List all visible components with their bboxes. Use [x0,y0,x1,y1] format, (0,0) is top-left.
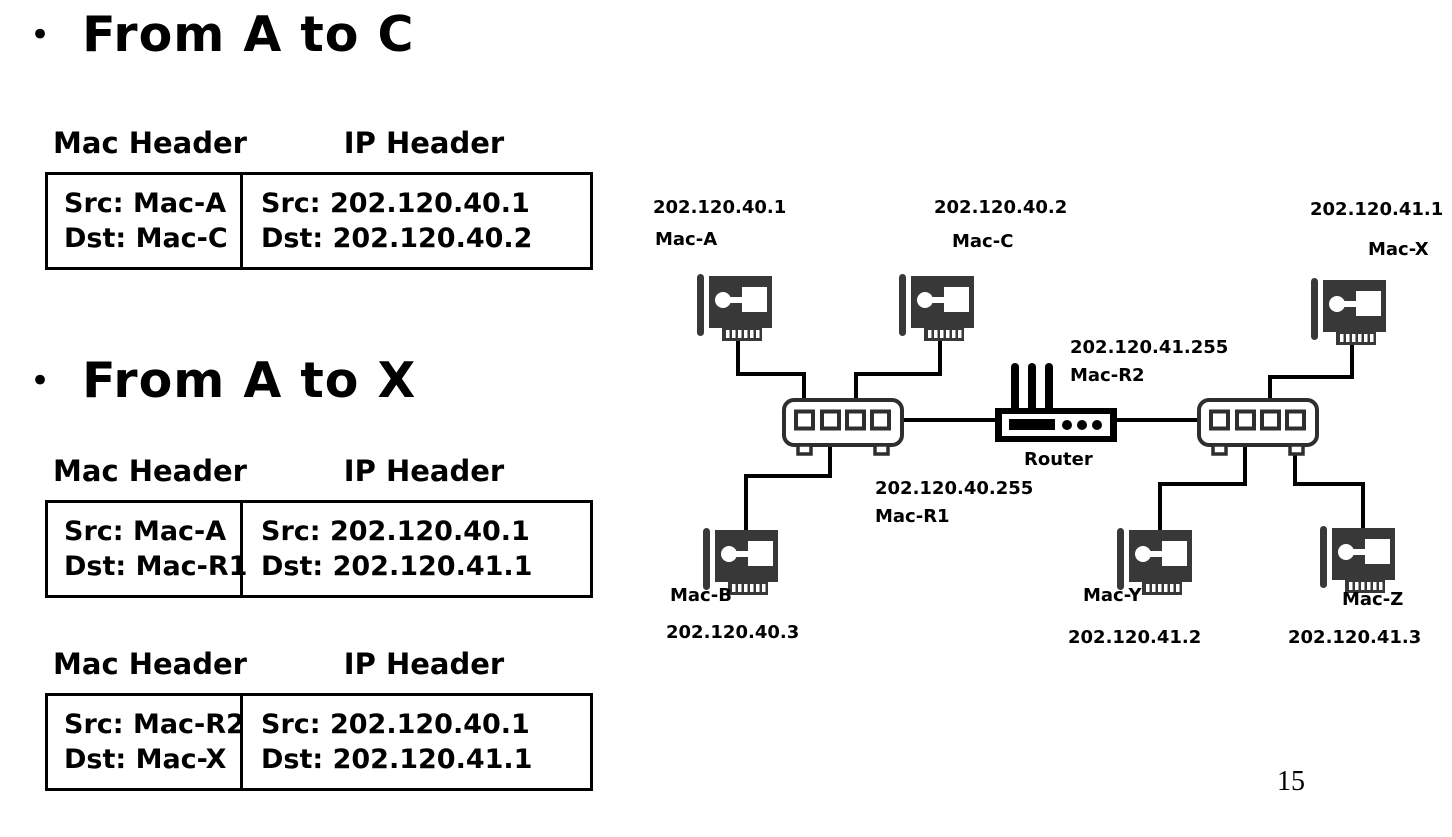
router-r2-ip-label: 202.120.41.255 [1070,337,1229,358]
host-b-mac-label: Mac-B [670,585,732,606]
header-table-r2-to-x: Mac Header IP Header Src: Mac-R2 Dst: Ma… [45,643,593,791]
host-x-mac-label: Mac-X [1368,239,1429,260]
header-table: Src: Mac-A Dst: Mac-C Src: 202.120.40.1 … [45,172,593,270]
cable-mac-a-to-switch1 [736,332,806,416]
nic-icon-mac-a [697,274,772,341]
nic-icon-mac-x [1311,278,1386,345]
bullet-text: From A to C [82,6,415,63]
router-icon [995,363,1117,442]
ip-header-cell: Src: 202.120.40.1 Dst: 202.120.41.1 [240,696,590,788]
cable-mac-x-to-switch2 [1268,336,1354,416]
mac-src: Src: Mac-A [64,516,227,547]
mac-header-cell: Src: Mac-R2 Dst: Mac-X [48,696,245,788]
host-c-ip-label: 202.120.40.2 [934,197,1068,218]
header-table: Src: Mac-R2 Dst: Mac-X Src: 202.120.40.1… [45,693,593,791]
switch-icon-lan2 [1197,398,1319,456]
header-labels: Mac Header IP Header [45,122,593,160]
ip-header-cell: Src: 202.120.40.1 Dst: 202.120.41.1 [240,503,590,595]
ip-src: Src: 202.120.40.1 [261,709,530,740]
ip-dst: Dst: 202.120.41.1 [261,551,533,582]
router-r1-mac-label: Mac-R1 [875,506,950,527]
mac-dst: Dst: Mac-X [64,744,227,775]
bullet-dot: • [30,14,51,55]
router-r1-ip-label: 202.120.40.255 [875,478,1034,499]
mac-dst: Dst: Mac-C [64,223,228,254]
mac-header-cell: Src: Mac-A Dst: Mac-C [48,175,240,267]
router-label: Router [1024,449,1093,470]
ip-dst: Dst: 202.120.41.1 [261,744,533,775]
ip-src: Src: 202.120.40.1 [261,188,530,219]
mac-src: Src: Mac-A [64,188,227,219]
bullet-from-a-to-x: • From A to X [30,352,416,409]
switch-icon-lan1 [782,398,904,456]
ip-src: Src: 202.120.40.1 [261,516,530,547]
host-c-mac-label: Mac-C [952,231,1014,252]
nic-icon-mac-z [1320,526,1395,593]
header-table-a-to-c: Mac Header IP Header Src: Mac-A Dst: Mac… [45,122,593,270]
mac-header-label: Mac Header [53,126,247,160]
bullet-dot: • [30,360,51,401]
mac-header-label: Mac Header [53,454,247,488]
host-x-ip-label: 202.120.41.1 [1310,199,1444,220]
mac-header-cell: Src: Mac-A Dst: Mac-R1 [48,503,248,595]
ip-header-label: IP Header [343,454,505,488]
header-labels: Mac Header IP Header [45,643,593,681]
header-table: Src: Mac-A Dst: Mac-R1 Src: 202.120.40.1… [45,500,593,598]
host-y-mac-label: Mac-Y [1083,585,1142,606]
cable-mac-c-to-switch1 [854,332,942,416]
header-table-a-to-r1: Mac Header IP Header Src: Mac-A Dst: Mac… [45,450,593,598]
ip-header-label: IP Header [343,126,505,160]
host-y-ip-label: 202.120.41.2 [1068,627,1202,648]
nic-icon-mac-c [899,274,974,341]
ip-header-label: IP Header [343,647,505,681]
host-a-mac-label: Mac-A [655,229,718,250]
ip-dst: Dst: 202.120.40.2 [261,223,533,254]
host-b-ip-label: 202.120.40.3 [666,622,800,643]
host-a-ip-label: 202.120.40.1 [653,197,787,218]
bullet-from-a-to-c: • From A to C [30,6,414,63]
router-r2-mac-label: Mac-R2 [1070,365,1145,386]
ip-header-cell: Src: 202.120.40.1 Dst: 202.120.40.2 [240,175,590,267]
host-z-ip-label: 202.120.41.3 [1288,627,1422,648]
bullet-text: From A to X [82,352,417,409]
host-z-mac-label: Mac-Z [1342,589,1404,610]
mac-dst: Dst: Mac-R1 [64,551,248,582]
cables [736,332,1365,530]
mac-src: Src: Mac-R2 [64,709,245,740]
header-labels: Mac Header IP Header [45,450,593,488]
cable-switch1-to-mac-b [744,424,832,530]
cable-switch2-to-mac-y [1158,424,1247,530]
mac-header-label: Mac Header [53,647,247,681]
page-number: 15 [1277,766,1305,797]
